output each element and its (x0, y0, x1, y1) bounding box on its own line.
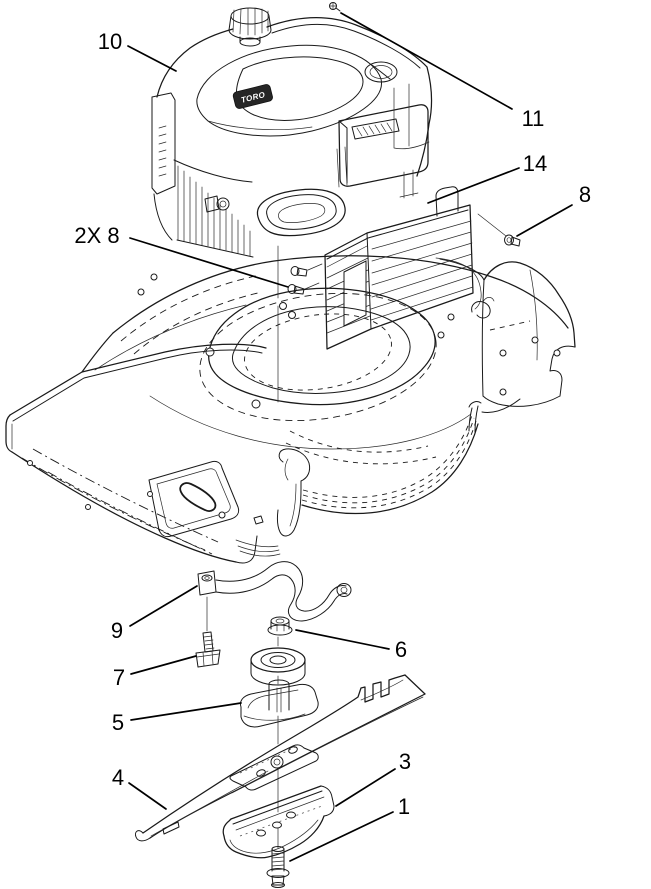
mower-deck-drawing (5, 255, 576, 564)
accelerator-plate-drawing (222, 785, 335, 859)
callout-label-accelerator-plate: 3 (399, 749, 411, 774)
callout-label-guard-screw-right: 8 (579, 182, 591, 207)
callout-label-blade-adapter: 5 (112, 710, 124, 735)
callout-label-engine-assembly: 10 (98, 29, 122, 54)
blade-drawing (135, 674, 426, 842)
hex-bolt-drawing (195, 631, 221, 668)
flange-nut-drawing (267, 616, 293, 636)
deck-center-opening (199, 287, 437, 422)
callout-label-hex-bolt: 7 (113, 665, 125, 690)
blade-adapter-drawing (240, 647, 319, 728)
callout-leader-guard-screw-right (516, 204, 573, 237)
engine-assembly-drawing: TORO (151, 7, 433, 258)
callout-leader-blade (128, 782, 167, 810)
callout-label-muffler-guard: 14 (523, 151, 547, 176)
callout-leader-flange-nut (295, 629, 390, 650)
oil-fill-cap (364, 61, 398, 83)
deck-rear-panel (481, 261, 576, 407)
callout-leader-engine-assembly (127, 45, 177, 72)
callouts-layer: 10 11 14 8 2X 8 9 7 6 5 4 3 1 (74, 12, 591, 862)
cable-hook (471, 297, 495, 319)
muffler-guard-drawing (324, 186, 474, 350)
fuel-cap (228, 7, 272, 47)
spark-plug (204, 195, 230, 213)
callout-label-guard-screws-left: 2X 8 (74, 223, 119, 248)
top-screw (329, 2, 341, 12)
callout-leader-blade-adapter (130, 702, 242, 721)
throttle-cable (435, 257, 482, 310)
callout-leader-accelerator-plate (335, 768, 396, 807)
callout-leader-blade-bolt (289, 811, 394, 862)
deck-front-bumper (5, 343, 267, 564)
muffler-shield-oval (256, 188, 346, 237)
brake-bracket-drawing (197, 561, 352, 622)
deck-skirt-ribs (301, 398, 521, 515)
guard-screw-right (477, 213, 521, 247)
callout-leader-brake-bracket (129, 585, 198, 627)
callout-label-flange-nut: 6 (395, 637, 407, 662)
cooling-fins (173, 159, 254, 258)
deck-corner-boss (235, 448, 311, 557)
callout-label-top-screw: 11 (522, 106, 545, 131)
muffler (336, 104, 429, 199)
callout-leader-guard-screws-left (129, 237, 289, 288)
callout-label-blade-bolt: 1 (398, 794, 410, 819)
blade-bolt-drawing (266, 846, 290, 888)
callout-leader-hex-bolt (130, 655, 197, 675)
callout-label-brake-bracket: 9 (111, 618, 123, 643)
callout-label-blade: 4 (112, 765, 124, 790)
brand-badge: TORO (232, 84, 273, 109)
callout-leader-muffler-guard (427, 167, 520, 204)
callout-leader-top-screw (340, 12, 513, 110)
